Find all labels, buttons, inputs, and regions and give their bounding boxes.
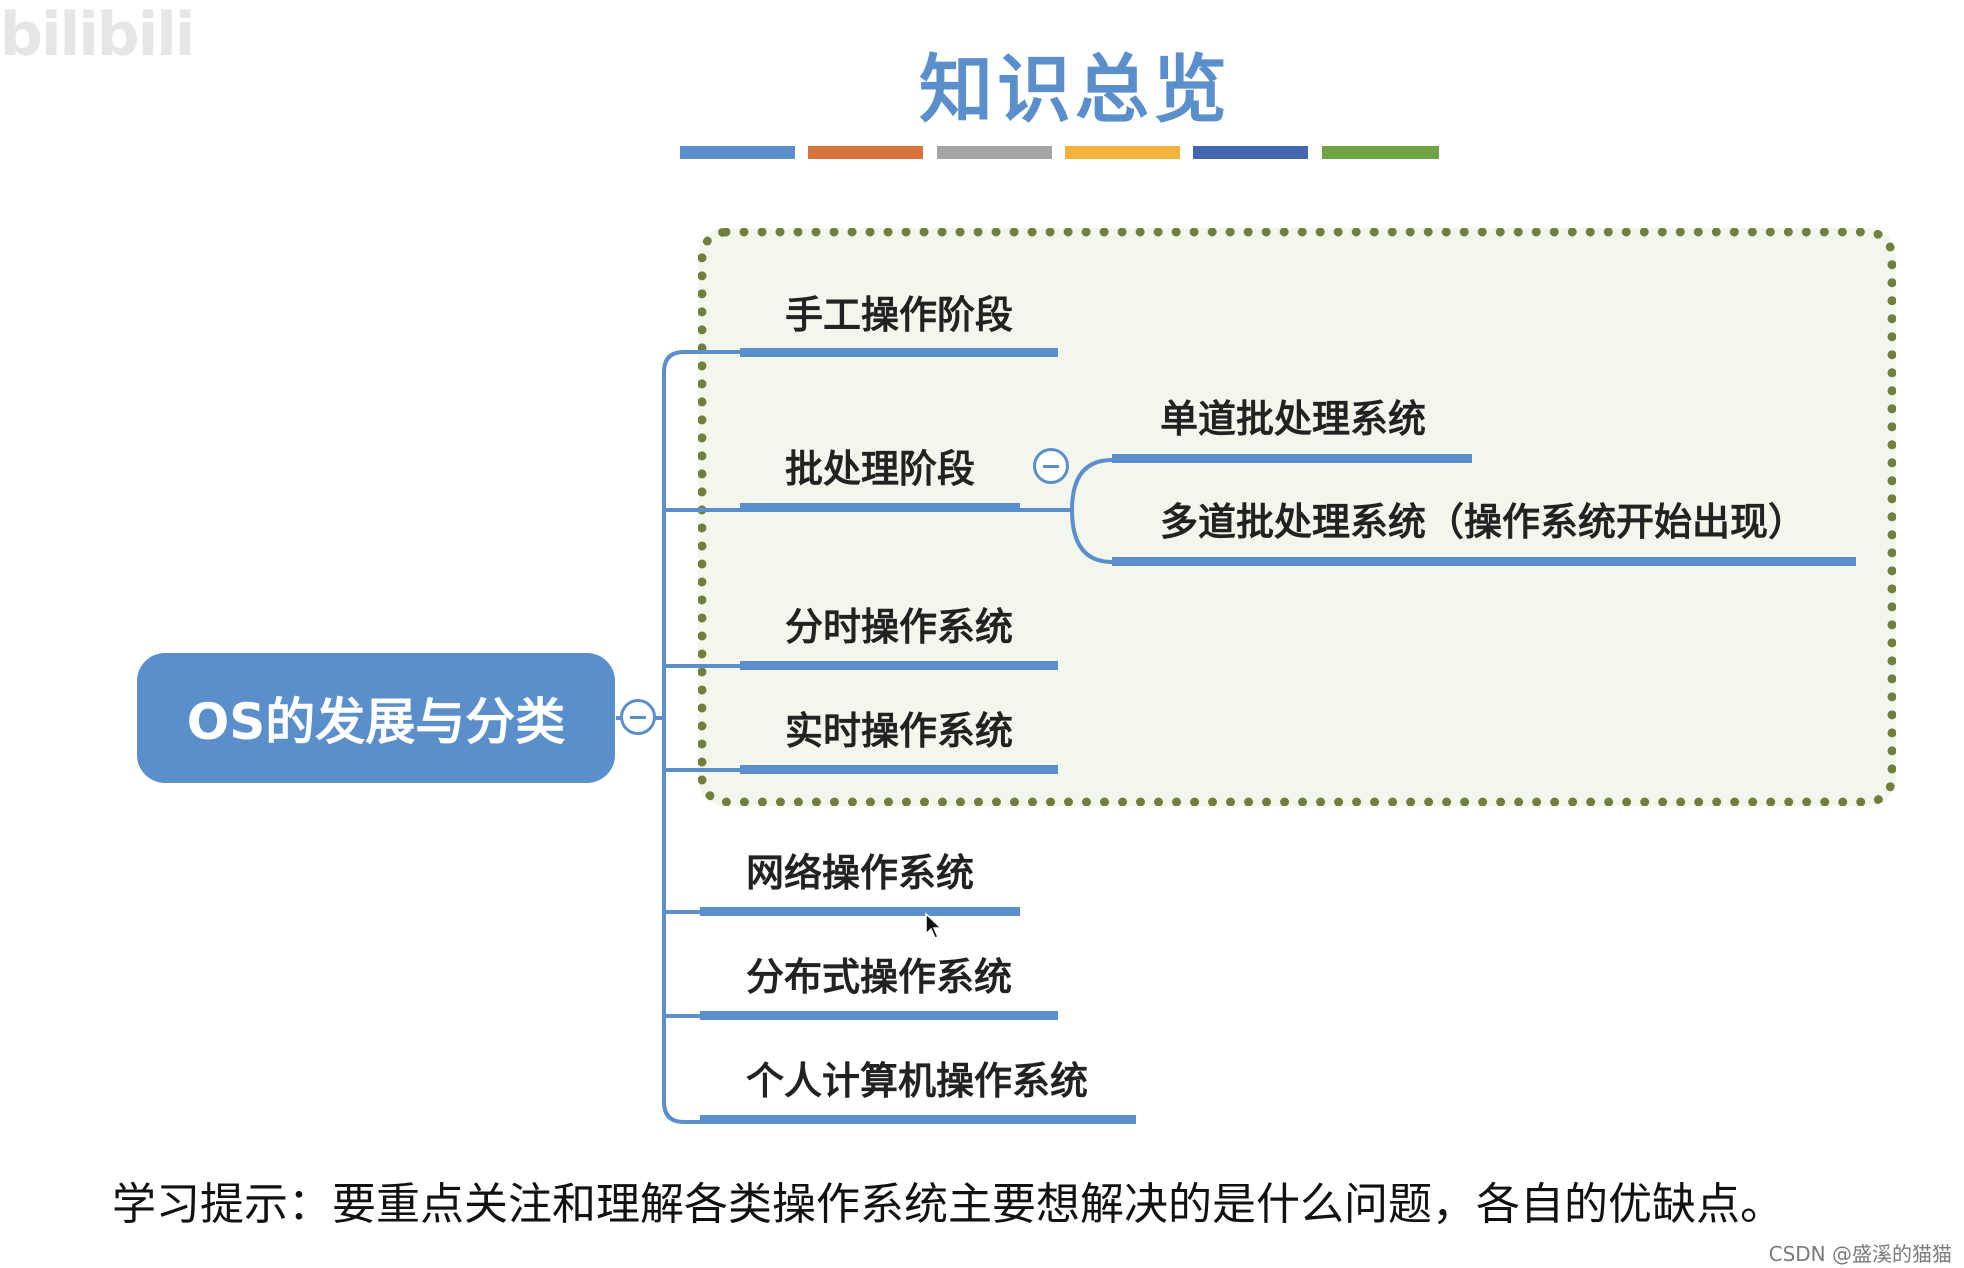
branch-label-pc[interactable]: 个人计算机操作系统 <box>746 1059 1089 1103</box>
branch-underline <box>740 661 1058 670</box>
branch-label-manual[interactable]: 手工操作阶段 <box>785 293 1014 337</box>
color-bar <box>680 146 795 159</box>
color-bar <box>1065 146 1180 159</box>
child-label-single-batch[interactable]: 单道批处理系统 <box>1160 397 1427 441</box>
collapse-root-button[interactable] <box>620 699 656 735</box>
root-node[interactable]: OS的发展与分类 <box>137 653 615 783</box>
page-title: 知识总览 <box>919 47 1231 133</box>
mouse-cursor-icon <box>925 912 943 939</box>
color-bar <box>1322 146 1439 159</box>
study-tip: 学习提示：要重点关注和理解各类操作系统主要想解决的是什么问题，各自的优缺点。 <box>112 1179 1784 1230</box>
branch-label-realtime[interactable]: 实时操作系统 <box>785 709 1014 753</box>
color-bar <box>1193 146 1308 159</box>
branch-underline <box>740 348 1058 357</box>
branch-label-distributed[interactable]: 分布式操作系统 <box>746 955 1013 999</box>
root-node-label: OS的发展与分类 <box>186 693 566 751</box>
connector-single-batch <box>1070 458 1113 511</box>
collapse-batch-button[interactable] <box>1033 448 1069 484</box>
branch-underline <box>700 1115 1136 1124</box>
connector-pc <box>662 1101 700 1124</box>
highlight-frame <box>698 228 1896 806</box>
bilibili-logo: bilibili <box>0 0 195 70</box>
child-underline <box>1112 454 1472 463</box>
csdn-watermark: CSDN @盛溪的猫猫 <box>1768 1242 1952 1266</box>
connector-multi-batch <box>1070 509 1113 564</box>
branch-label-batch[interactable]: 批处理阶段 <box>785 447 976 491</box>
color-bar <box>808 146 923 159</box>
child-label-multi-batch[interactable]: 多道批处理系统（操作系统开始出现） <box>1160 500 1807 544</box>
branch-label-timeshare[interactable]: 分时操作系统 <box>785 605 1014 649</box>
branch-underline <box>740 765 1058 774</box>
branch-underline <box>700 907 1020 916</box>
connector-root-trunk <box>662 350 740 373</box>
branch-underline <box>740 503 1020 512</box>
branch-label-network[interactable]: 网络操作系统 <box>746 851 975 895</box>
child-underline <box>1112 557 1856 566</box>
color-bar <box>937 146 1052 159</box>
branch-underline <box>700 1011 1058 1020</box>
